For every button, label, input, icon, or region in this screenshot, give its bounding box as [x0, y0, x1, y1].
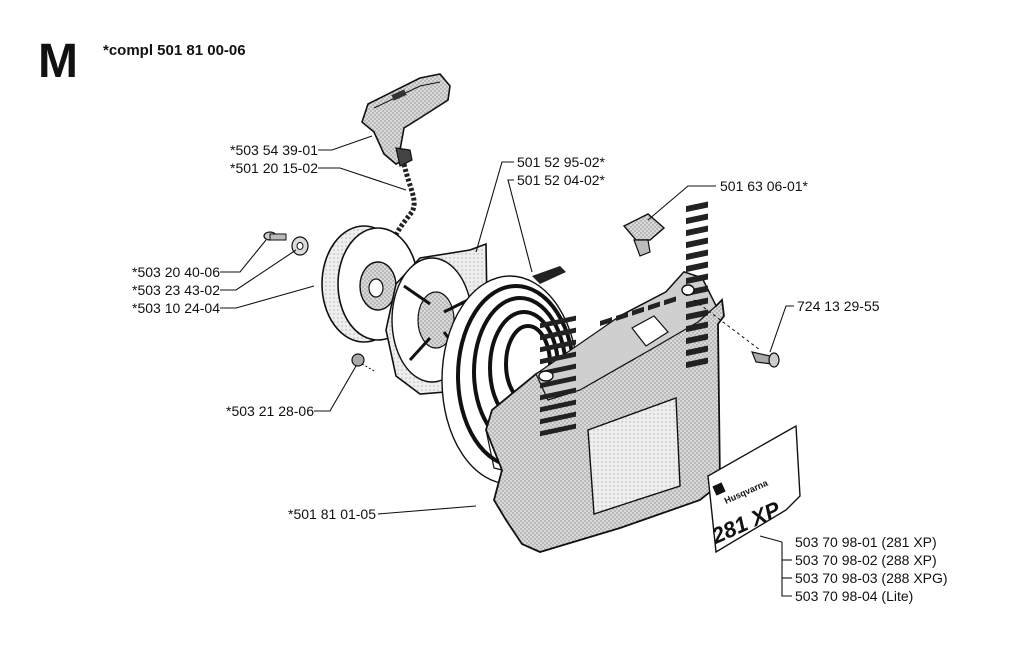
starter-handle — [361, 73, 451, 167]
cassette-nut — [351, 353, 377, 373]
part-label-screw: *503 20 40-06 — [132, 264, 220, 280]
part-label-rope-guide: 501 63 06-01* — [720, 178, 808, 194]
cover-bolt — [751, 351, 780, 368]
part-label-bolt: 724 13 29-55 — [797, 298, 880, 314]
pulley-washer — [291, 236, 309, 256]
part-label-decal-288xp: 503 70 98-02 (288 XP) — [795, 552, 937, 568]
starter-cover — [485, 201, 761, 553]
part-label-decal-lite: 503 70 98-04 (Lite) — [795, 588, 914, 604]
part-label-spring: 501 52 04-02* — [517, 172, 605, 188]
part-label-decal-288xpg: 503 70 98-03 (288 XPG) — [795, 570, 948, 586]
assembly-part-number: *compl 501 81 00-06 — [103, 42, 246, 59]
part-label-pulley: *503 10 24-04 — [132, 300, 220, 316]
part-label-nut: *503 21 28-06 — [226, 403, 314, 419]
rope-guide — [622, 213, 666, 257]
part-label-washer: *503 23 43-02 — [132, 282, 220, 298]
leader-lines — [220, 135, 794, 597]
part-label-decal-281xp: 503 70 98-01 (281 XP) — [795, 534, 937, 550]
part-label-spring-cassette: 501 52 95-02* — [517, 154, 605, 170]
starter-rope — [389, 163, 417, 245]
model-decal: Husqvarna 281 XP — [707, 424, 801, 554]
pulley-screw — [263, 231, 287, 241]
section-letter: M — [38, 35, 78, 88]
part-label-rope: *501 20 15-02 — [230, 160, 318, 176]
part-label-starter-cover: *501 81 01-05 — [288, 506, 376, 522]
part-label-handle: *503 54 39-01 — [230, 142, 318, 158]
